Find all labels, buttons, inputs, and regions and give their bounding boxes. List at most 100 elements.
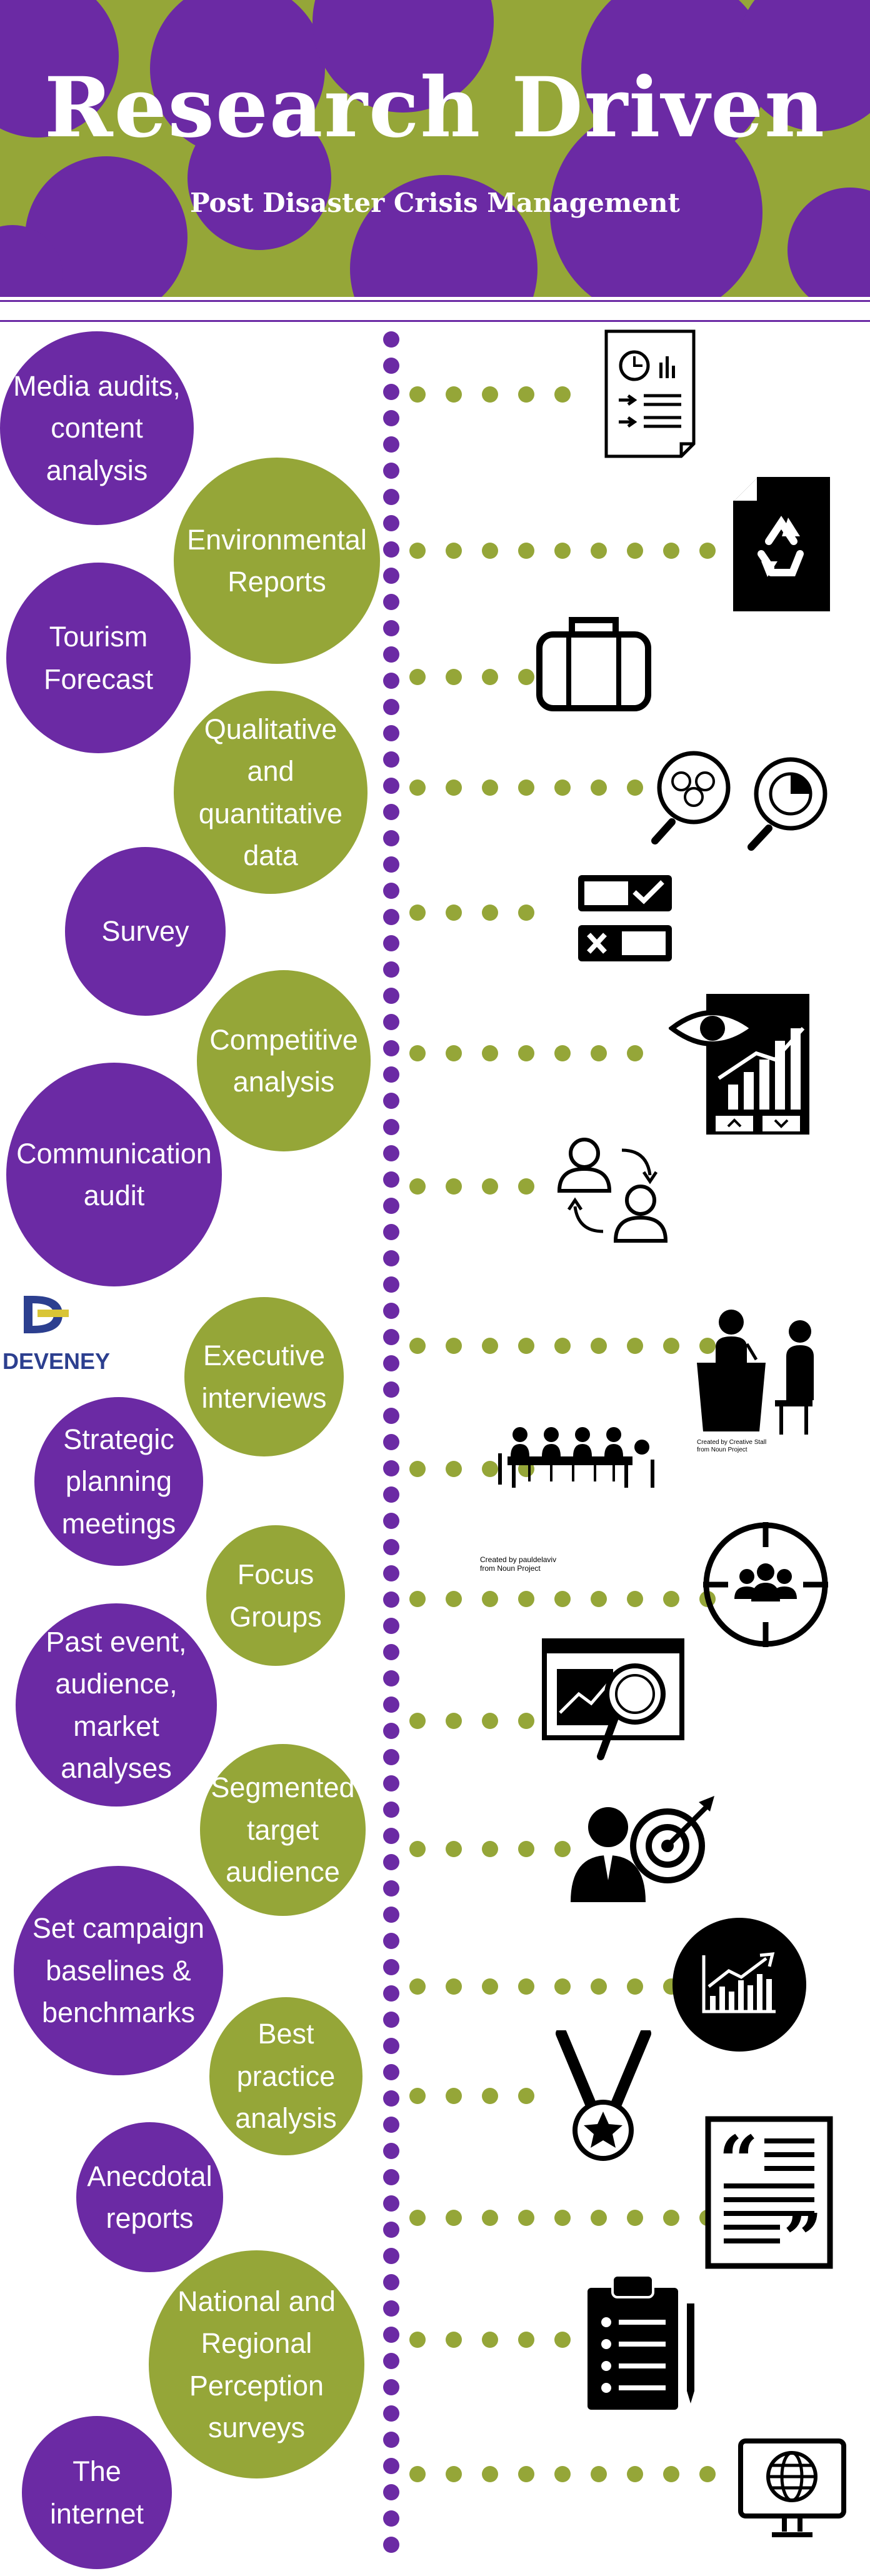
timeline-dot — [383, 1644, 399, 1660]
timeline-dot — [383, 856, 399, 873]
timeline-dot — [383, 1276, 399, 1293]
label-line: analysis — [232, 1066, 335, 1098]
timeline-dot — [383, 436, 399, 453]
connector-dot — [446, 1178, 462, 1195]
label-line: practice — [236, 2060, 336, 2092]
connector-dot — [699, 2466, 716, 2482]
connector-dot — [518, 1713, 534, 1729]
connector-dot — [591, 1978, 607, 1995]
logo-text: DEVENEY — [2, 1348, 110, 1374]
label-line: meetings — [61, 1507, 176, 1540]
icon-credit: Created by Creative Stall from Noun Proj… — [697, 1439, 766, 1454]
timeline-dot — [383, 935, 399, 951]
label-line: Segmented — [211, 1772, 355, 1804]
connector-dot — [627, 543, 643, 559]
timeline-dot — [383, 2405, 399, 2422]
connector-dot — [446, 1978, 462, 1995]
timeline-dot — [383, 515, 399, 531]
connector-dot — [482, 1045, 498, 1061]
timeline-dot — [383, 1171, 399, 1188]
connector-dot — [663, 2466, 679, 2482]
timeline-dot — [383, 1381, 399, 1398]
connector-dot — [554, 1045, 571, 1061]
label-line: Anecdotal — [87, 2160, 212, 2192]
connector-dot — [482, 1591, 498, 1607]
timeline-dot — [383, 2222, 399, 2238]
label-line: Executive — [202, 1340, 326, 1371]
connector-dot — [409, 669, 426, 685]
podium-interview-icon — [697, 1310, 814, 1435]
timeline-dot — [383, 594, 399, 610]
timeline-dot — [383, 804, 399, 820]
connector-dot — [554, 1591, 571, 1607]
timeline-dot — [383, 1723, 399, 1739]
timeline-dot — [383, 2274, 399, 2290]
connector-dot — [482, 386, 498, 403]
eye-growth-chart-icon — [669, 994, 809, 1135]
timeline-dot — [383, 2327, 399, 2343]
globe-monitor-icon — [738, 2438, 846, 2537]
header-banner: Research Driven Post Disaster Crisis Man… — [0, 0, 870, 297]
connector-dot — [663, 1591, 679, 1607]
connector-dot — [663, 1338, 679, 1354]
connector-dot — [627, 2466, 643, 2482]
timeline-dot — [383, 2510, 399, 2527]
suitcase-icon — [536, 617, 651, 711]
timeline-dot — [383, 1828, 399, 1844]
connector-dot — [409, 1045, 426, 1061]
connector-dot — [518, 543, 534, 559]
connector-dot — [518, 669, 534, 685]
connector-dot — [518, 1338, 534, 1354]
label-line: internet — [49, 2497, 144, 2530]
timeline-dot — [383, 1145, 399, 1161]
connector-dot — [518, 905, 534, 921]
label-line: market — [73, 1710, 159, 1742]
timeline-dot — [383, 358, 399, 374]
timeline-dot — [383, 620, 399, 636]
connector-dot — [446, 386, 462, 403]
timeline-dot — [383, 2248, 399, 2264]
timeline-dot — [383, 1775, 399, 1792]
timeline-dot — [383, 751, 399, 768]
connector-dot — [409, 1461, 426, 1477]
connector-dot — [446, 669, 462, 685]
label-line: Focus — [237, 1558, 314, 1590]
timeline-dot — [383, 410, 399, 426]
label-line: National and — [178, 2285, 336, 2317]
connector-dot — [627, 1591, 643, 1607]
connector-dot — [591, 1591, 607, 1607]
credit-line: from Noun Project — [697, 1446, 748, 1453]
timeline-dot — [383, 1985, 399, 2002]
timeline-dot — [383, 489, 399, 505]
label-line: Tourism — [49, 621, 148, 653]
connector-dot — [482, 1461, 498, 1477]
connector-dot — [699, 543, 716, 559]
connector-dot — [554, 779, 571, 796]
timeline-dot — [383, 1802, 399, 1818]
timeline-dot — [383, 1303, 399, 1319]
timeline-dot — [383, 1933, 399, 1949]
clipboard-checklist-icon — [588, 2274, 694, 2410]
timeline-dot — [383, 1224, 399, 1240]
timeline-dot — [383, 2012, 399, 2028]
connector-dot — [554, 1338, 571, 1354]
decor-circle — [550, 106, 762, 297]
timeline-dot — [383, 1749, 399, 1765]
connector-dot — [518, 386, 534, 403]
page-title: Research Driven — [44, 59, 826, 156]
